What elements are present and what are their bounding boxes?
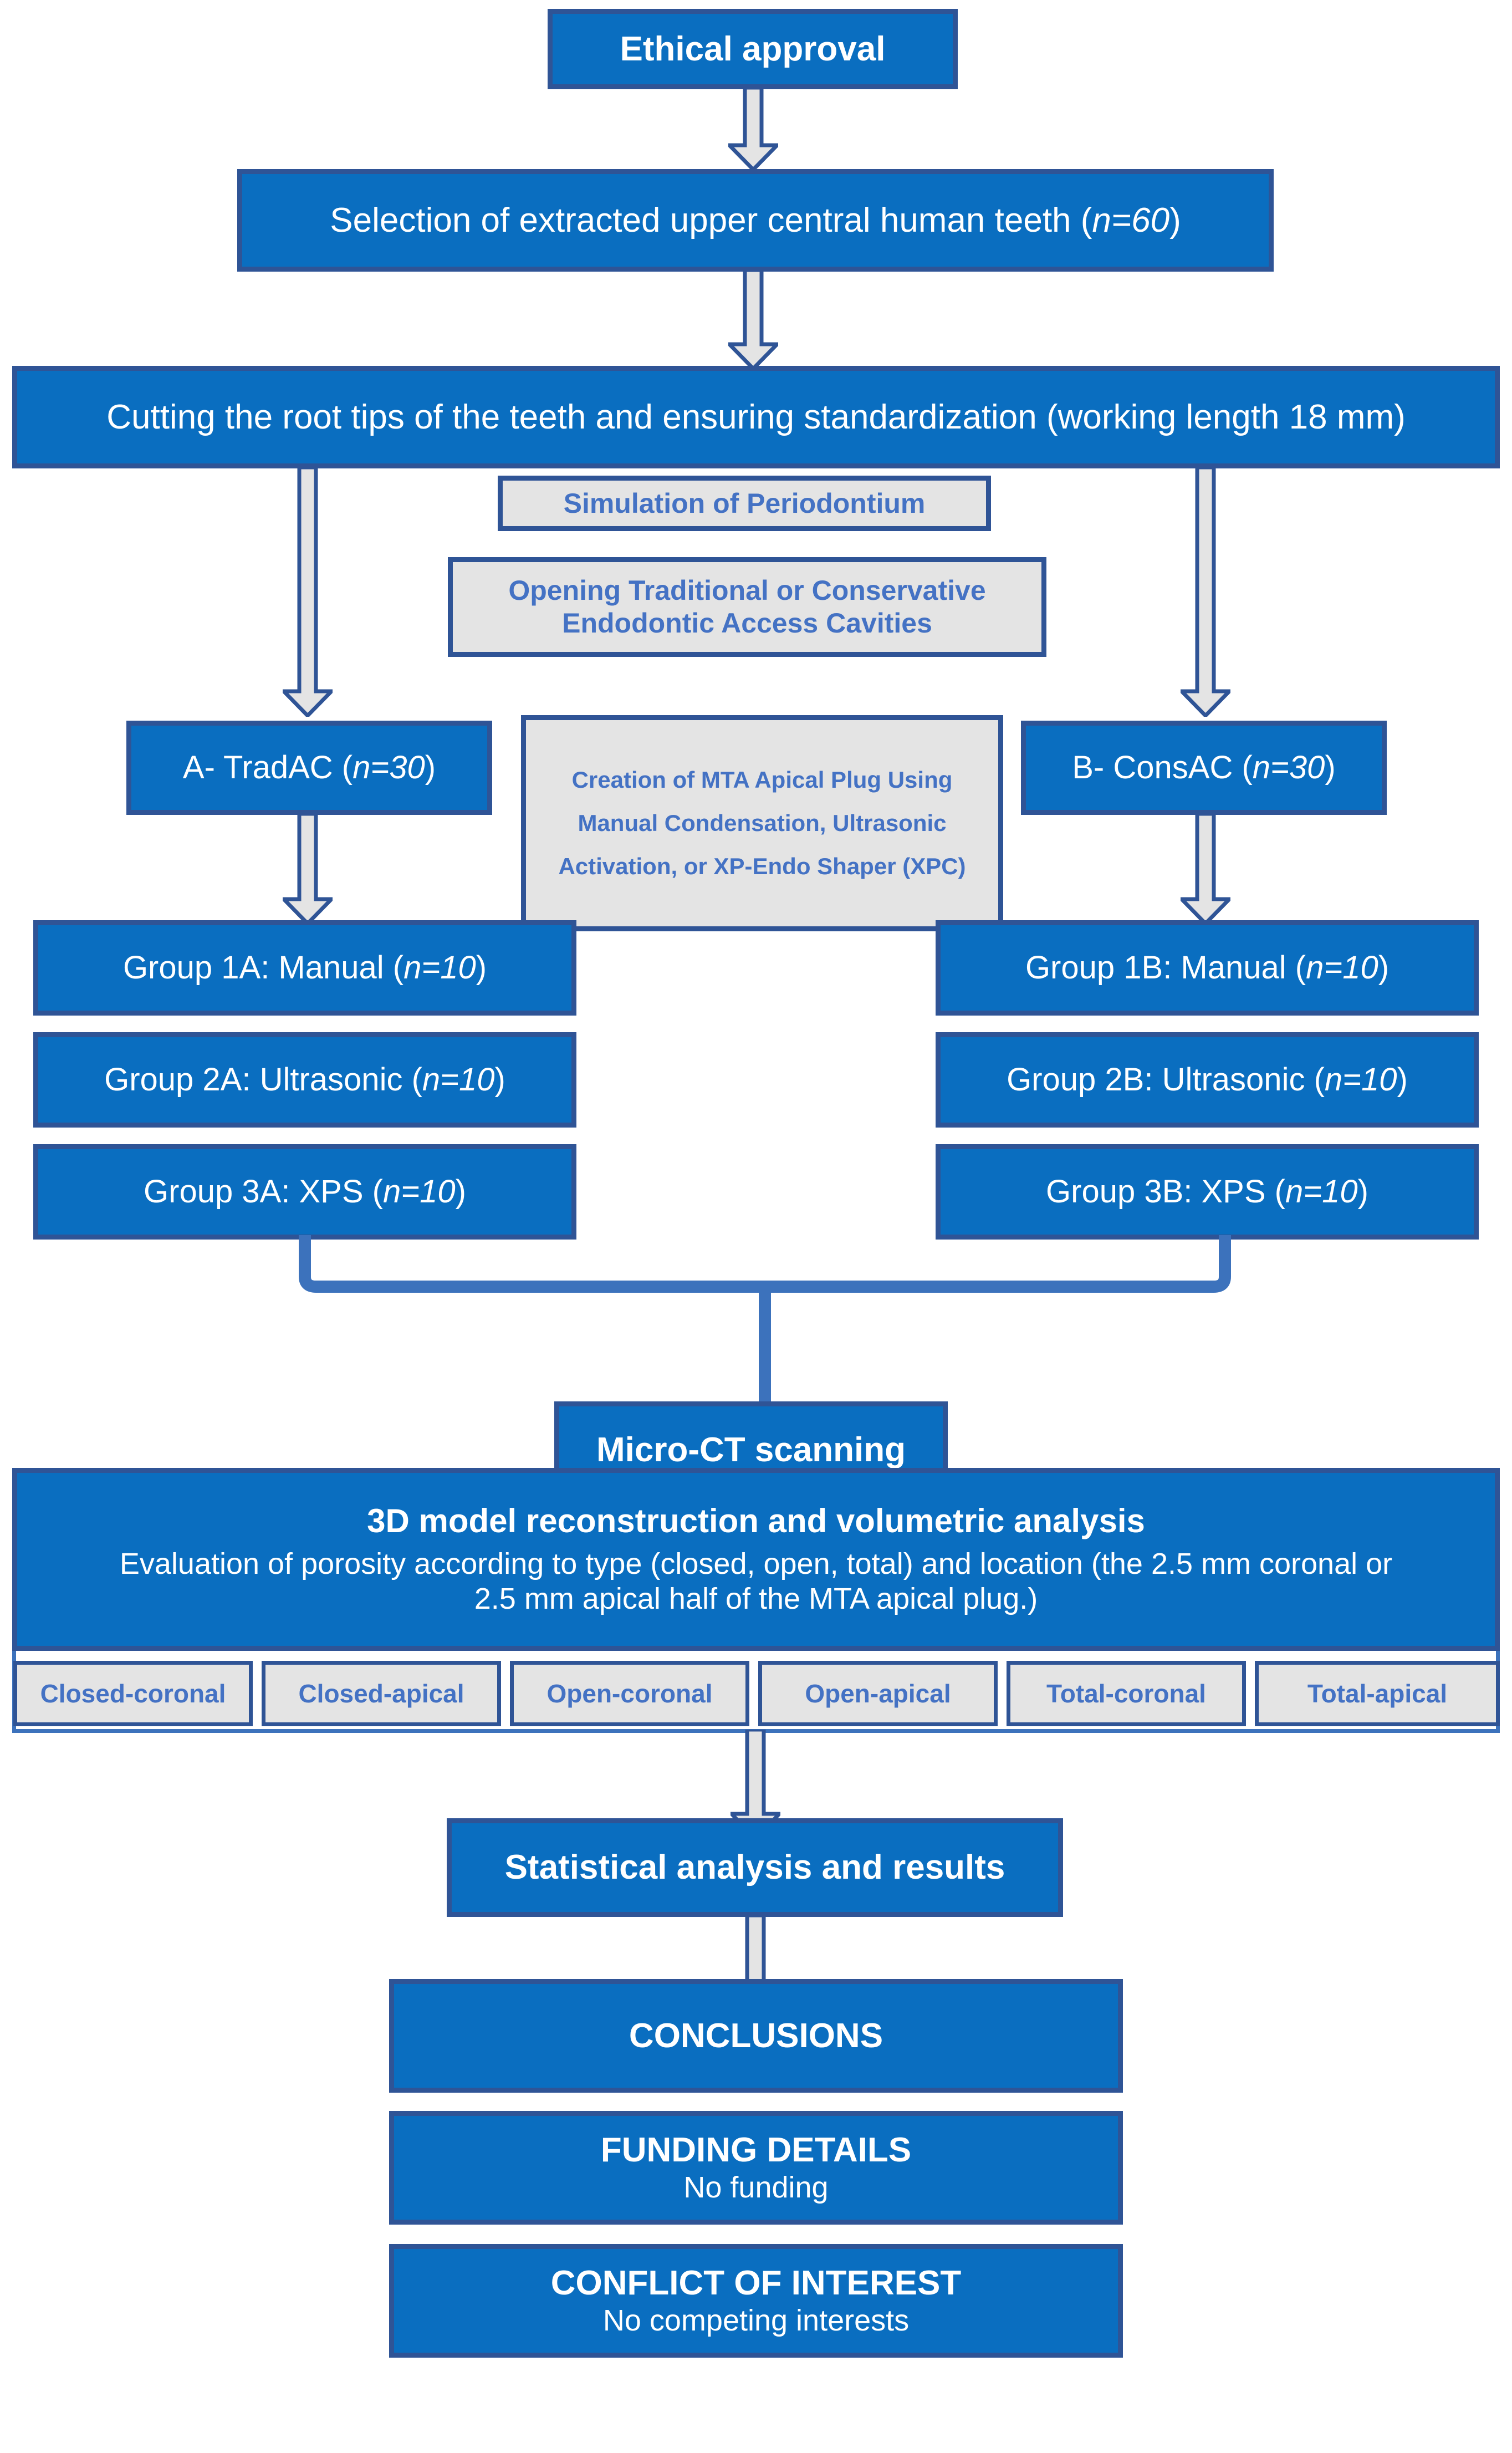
- chip-closed-coronal: Closed-coronal: [13, 1661, 253, 1726]
- node-group-2a-label: Group 2A: Ultrasonic (n=10): [104, 1061, 505, 1098]
- node-funding-details: FUNDING DETAILS No funding: [389, 2111, 1123, 2225]
- node-ethical-approval: Ethical approval: [548, 9, 958, 89]
- node-selection-label: Selection of extracted upper central hum…: [330, 201, 1181, 239]
- node-group-1b-label: Group 1B: Manual (n=10): [1025, 949, 1390, 986]
- node-3d-reconstruction-analysis: 3D model reconstruction and volumetric a…: [12, 1468, 1500, 1651]
- node-conclusions-label: CONCLUSIONS: [629, 2016, 883, 2055]
- down-arrow-icon: [283, 467, 333, 717]
- node-simulation-periodontium-label: Simulation of Periodontium: [563, 487, 926, 519]
- node-group-1a-label: Group 1A: Manual (n=10): [122, 949, 487, 986]
- down-arrow-icon: [1181, 467, 1230, 717]
- node-statistical-analysis: Statistical analysis and results: [447, 1818, 1063, 1917]
- node-conclusions: CONCLUSIONS: [389, 1979, 1123, 2093]
- chip-open-coronal: Open-coronal: [510, 1661, 749, 1726]
- node-statistical-analysis-label: Statistical analysis and results: [504, 1848, 1005, 1887]
- node-mta-apical-plug-line1: Creation of MTA Apical Plug Using: [571, 767, 953, 793]
- node-group-1b: Group 1B: Manual (n=10): [936, 920, 1479, 1016]
- node-opening-access-cavities-line2: Endodontic Access Cavities: [562, 608, 932, 639]
- chip-closed-apical: Closed-apical: [262, 1661, 501, 1726]
- node-mta-apical-plug-line3: Activation, or XP-Endo Shaper (XPC): [558, 853, 966, 879]
- node-funding-details-body: No funding: [683, 2171, 829, 2205]
- chip-open-coronal-label: Open-coronal: [546, 1679, 713, 1708]
- node-group-b-consac: B- ConsAC (n=30): [1021, 721, 1387, 815]
- node-3d-reconstruction-body-line1: Evaluation of porosity according to type…: [119, 1547, 1393, 1580]
- node-selection: Selection of extracted upper central hum…: [237, 169, 1274, 272]
- node-microct-scanning-label: Micro-CT scanning: [596, 1430, 906, 1469]
- chip-closed-apical-label: Closed-apical: [298, 1679, 464, 1708]
- node-3d-reconstruction-body-line2: 2.5 mm apical half of the MTA apical plu…: [474, 1582, 1038, 1616]
- down-arrow-icon: [728, 270, 778, 370]
- node-group-2a: Group 2A: Ultrasonic (n=10): [33, 1032, 576, 1128]
- node-cutting-root-tips: Cutting the root tips of the teeth and e…: [12, 366, 1500, 468]
- chip-total-apical-label: Total-apical: [1307, 1679, 1448, 1708]
- node-group-3b-label: Group 3B: XPS (n=10): [1046, 1173, 1368, 1210]
- node-group-2b-label: Group 2B: Ultrasonic (n=10): [1007, 1061, 1408, 1098]
- node-group-a-tradac: A- TradAC (n=30): [126, 721, 492, 815]
- node-simulation-periodontium: Simulation of Periodontium: [498, 476, 991, 531]
- down-arrow-icon: [283, 814, 333, 925]
- merge-bracket-connector-icon: [266, 1235, 1264, 1401]
- node-funding-details-title: FUNDING DETAILS: [600, 2131, 912, 2170]
- node-conflict-of-interest-body: No competing interests: [602, 2304, 910, 2338]
- node-3d-reconstruction-title: 3D model reconstruction and volumetric a…: [367, 1502, 1145, 1539]
- node-group-3a: Group 3A: XPS (n=10): [33, 1144, 576, 1240]
- node-ethical-approval-label: Ethical approval: [620, 29, 886, 68]
- node-cutting-root-tips-label: Cutting the root tips of the teeth and e…: [106, 397, 1406, 436]
- node-conflict-of-interest: CONFLICT OF INTEREST No competing intere…: [389, 2244, 1123, 2358]
- chip-closed-coronal-label: Closed-coronal: [40, 1679, 226, 1708]
- node-opening-access-cavities-line1: Opening Traditional or Conservative: [508, 575, 986, 606]
- down-arrow-icon: [728, 88, 778, 171]
- down-arrow-icon: [1181, 814, 1230, 925]
- node-group-a-tradac-label: A- TradAC (n=30): [182, 749, 436, 786]
- node-group-2b: Group 2B: Ultrasonic (n=10): [936, 1032, 1479, 1128]
- node-group-3b: Group 3B: XPS (n=10): [936, 1144, 1479, 1240]
- chip-total-coronal-label: Total-coronal: [1046, 1679, 1206, 1708]
- node-group-1a: Group 1A: Manual (n=10): [33, 920, 576, 1016]
- node-group-b-consac-label: B- ConsAC (n=30): [1072, 749, 1336, 786]
- node-mta-apical-plug-line2: Manual Condensation, Ultrasonic: [578, 810, 947, 837]
- chip-open-apical: Open-apical: [758, 1661, 998, 1726]
- chip-total-coronal: Total-coronal: [1007, 1661, 1246, 1726]
- node-conflict-of-interest-title: CONFLICT OF INTEREST: [550, 2264, 962, 2303]
- chip-total-apical: Total-apical: [1255, 1661, 1500, 1726]
- node-opening-access-cavities: Opening Traditional or Conservative Endo…: [448, 557, 1046, 657]
- node-group-3a-label: Group 3A: XPS (n=10): [144, 1173, 466, 1210]
- node-mta-apical-plug: Creation of MTA Apical Plug Using Manual…: [521, 715, 1003, 931]
- chip-open-apical-label: Open-apical: [805, 1679, 951, 1708]
